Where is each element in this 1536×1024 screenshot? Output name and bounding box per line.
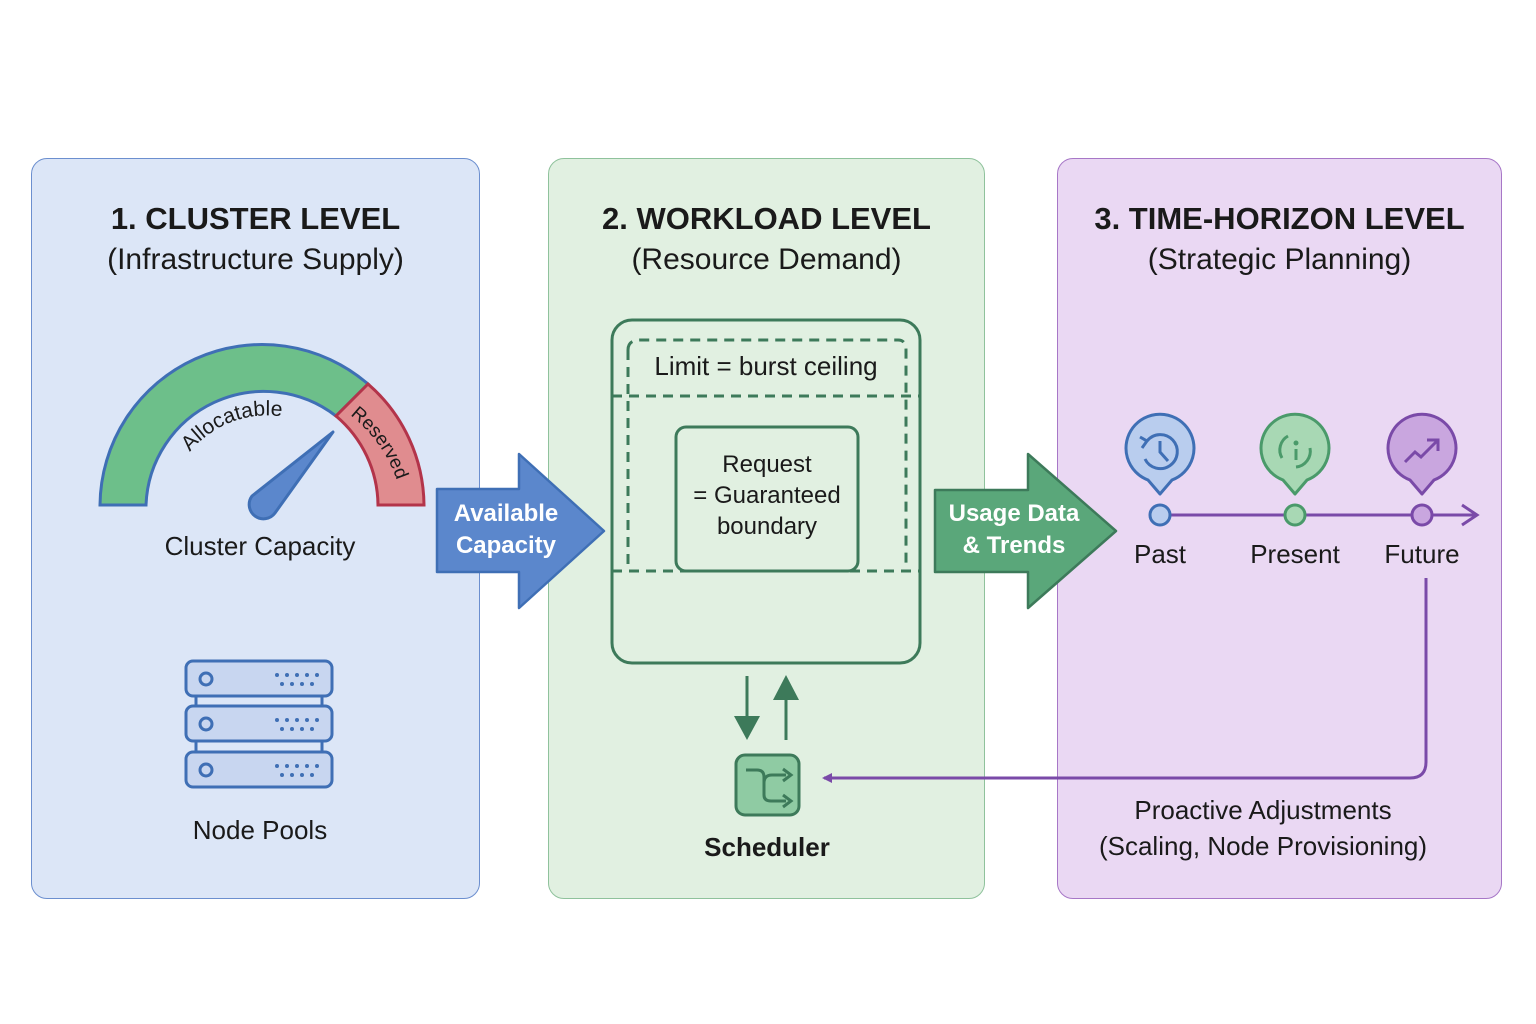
- usage-data-arrow-label: Usage Data & Trends: [936, 498, 1092, 562]
- available-capacity-line-1: Available: [453, 500, 559, 527]
- limit-label: Limit = burst ceiling: [654, 351, 878, 381]
- request-line-1: Request: [722, 451, 812, 478]
- timeline-past-label: Past: [1133, 539, 1187, 569]
- available-capacity-line-2: Capacity: [455, 532, 557, 559]
- request-line-3: boundary: [716, 513, 818, 540]
- usage-data-line-1: Usage Data: [948, 500, 1080, 527]
- time-horizon-level-title: 3. TIME-HORIZON LEVEL: [1094, 201, 1465, 236]
- available-capacity-arrow-label: Available Capacity: [438, 498, 574, 562]
- proactive-adjustments-label: Proactive Adjustments: [1134, 795, 1392, 825]
- request-line-2: = Guaranteed: [693, 482, 841, 509]
- workload-level-subtitle: (Resource Demand): [631, 243, 902, 276]
- time-horizon-level-subtitle: (Strategic Planning): [1147, 243, 1412, 276]
- time-horizon-level-panel: 3. TIME-HORIZON LEVEL (Strategic Plannin…: [1057, 158, 1502, 899]
- node-pools-label: Node Pools: [192, 815, 328, 845]
- cluster-level-subtitle: (Infrastructure Supply): [107, 243, 404, 276]
- request-label: Request = Guaranteed boundary: [676, 449, 858, 542]
- workload-level-title: 2. WORKLOAD LEVEL: [602, 201, 931, 236]
- cluster-level-title: 1. CLUSTER LEVEL: [110, 201, 401, 236]
- timeline-present-label: Present: [1250, 539, 1340, 569]
- cluster-level-panel: 1. CLUSTER LEVEL (Infrastructure Supply): [31, 158, 480, 899]
- proactive-adjustments-detail: (Scaling, Node Provisioning): [1098, 831, 1428, 861]
- scheduler-label: Scheduler: [704, 832, 830, 862]
- cluster-capacity-label: Cluster Capacity: [164, 531, 356, 561]
- usage-data-line-2: & Trends: [962, 532, 1066, 559]
- timeline-future-label: Future: [1384, 539, 1460, 569]
